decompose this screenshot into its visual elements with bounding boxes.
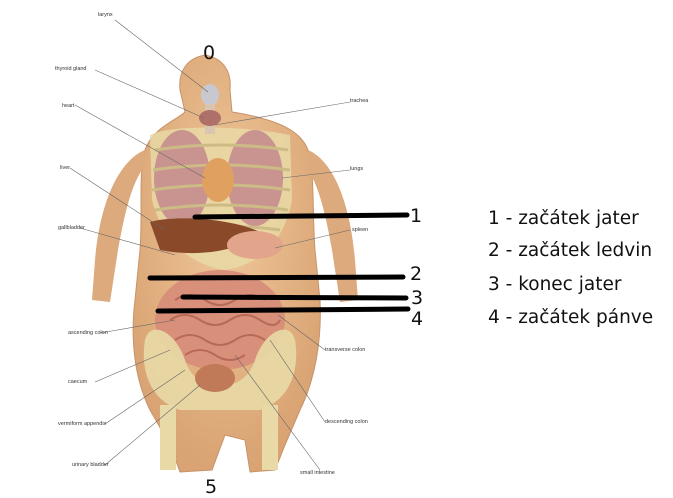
marker-number-5: 5 — [205, 478, 217, 497]
stomach — [227, 231, 283, 259]
label-trachea: trachea — [350, 98, 368, 104]
marker-line-2 — [150, 277, 403, 278]
marker-number-0: 0 — [203, 44, 215, 63]
larynx — [201, 84, 219, 106]
label-spleen: spleen — [352, 227, 368, 233]
marker-number-3: 3 — [411, 289, 423, 308]
legend-item-3: 3 - konec jater — [488, 274, 621, 295]
marker-number-2: 2 — [410, 265, 422, 284]
label-liver: liver — [60, 165, 70, 171]
marker-line-1 — [195, 215, 407, 217]
thyroid — [199, 110, 221, 126]
label-transverse-colon: transverse colon — [325, 347, 365, 353]
label-larynx: larynx — [98, 12, 113, 18]
left-femur — [160, 405, 176, 470]
label-gallbladder: gallbladder — [58, 225, 85, 231]
label-ascending-colon: ascending colon — [68, 330, 108, 336]
label-heart: heart — [62, 103, 75, 109]
bladder — [195, 364, 235, 392]
label-urinary-bladder: urinary bladder — [72, 462, 109, 468]
label-lungs: lungs — [350, 166, 363, 172]
label-vermiform-appendix: vermiform appendix — [58, 421, 106, 427]
legend-item-4: 4 - začátek pánve — [488, 307, 653, 328]
legend-item-2: 2 - začátek ledvin — [488, 240, 652, 261]
label-thyroid-gland: thyroid gland — [55, 66, 87, 72]
label-descending-colon: descending colon — [325, 419, 368, 425]
right-femur — [262, 405, 278, 470]
marker-number-4: 4 — [411, 310, 423, 329]
legend-item-1: 1 - začátek jater — [488, 208, 639, 229]
marker-line-4 — [158, 309, 408, 311]
label-caecum: caecum — [68, 379, 87, 385]
label-small-intestine: small intestine — [300, 470, 335, 476]
marker-number-1: 1 — [410, 207, 422, 226]
marker-line-3 — [183, 297, 406, 298]
heart — [202, 158, 234, 202]
